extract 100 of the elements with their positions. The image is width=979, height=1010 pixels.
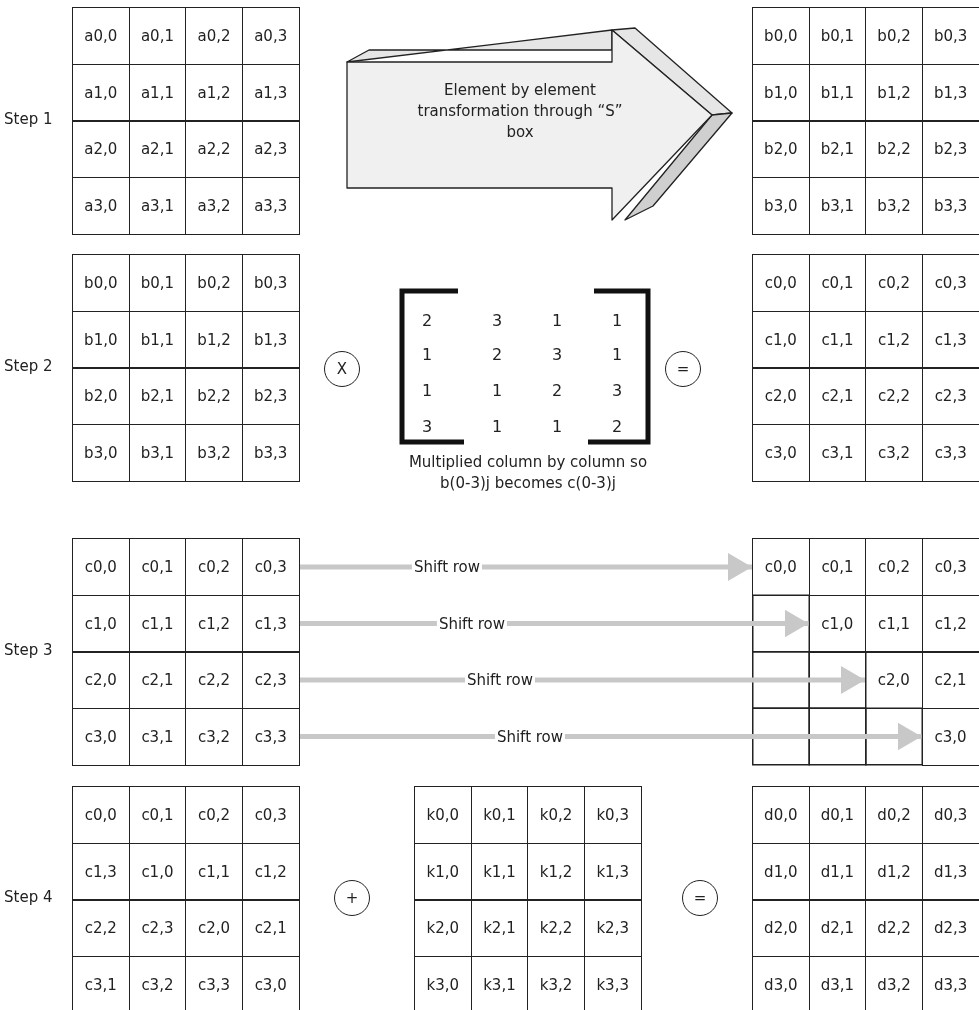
table-row [752,899,979,957]
table-row [752,7,979,65]
matrix-entry: 3 [422,418,433,436]
table-cell: c2,0 [185,900,242,956]
table-cell: c3,1 [128,708,186,765]
table-cell-text: a1,0 [83,82,119,104]
table-cell: c3,1 [808,424,866,481]
table-cell: b3,1 [128,424,186,481]
table-cell-text: c3,0 [763,442,798,464]
table-cell: c2,1 [921,652,979,708]
matrix-entry: 1 [552,312,563,330]
arrow-text: Element by element transformation through “S” box [416,80,624,143]
table-row [72,254,300,312]
table-cell: c0,1 [808,539,866,595]
table-cell: c1,1 [865,595,922,652]
matrix-entry: 1 [422,346,433,364]
table-cell: d0,2 [865,787,922,843]
table-cell: b1,3 [241,311,299,368]
matrix-entry: 2 [422,312,433,330]
table-cell: k1,2 [527,843,584,900]
table-row [752,254,979,312]
table-cell-text: c3,0 [933,726,968,748]
table-cell: c0,2 [865,255,922,311]
table-cell-text: b0,0 [763,26,799,47]
table-row [414,955,642,1010]
table-row [752,120,979,178]
table-cell: b3,3 [241,424,299,481]
table-cell-text: d1,0 [763,861,799,883]
table-row [72,594,300,653]
table-row [72,899,300,957]
table-cell: c2,2 [185,652,242,708]
table-cell: a3,1 [128,177,186,234]
table-cell: b0,2 [865,8,922,64]
table-cell: a1,1 [128,64,186,121]
table-row [752,367,979,425]
table-row [752,842,979,901]
matrix-entry: 1 [552,418,563,436]
table-cell-text: c0,0 [763,273,798,294]
table-row [72,955,300,1010]
table-cell-text: a0,0 [83,26,119,47]
table-cell: k1,3 [583,843,641,900]
table-cell: c0,1 [128,787,186,843]
multiply-circle: X [324,351,360,387]
table-cell: c3,2 [865,424,922,481]
table-cell: c3,3 [921,424,979,481]
table-cell: c0,3 [921,539,979,595]
table-cell: k0,1 [470,787,528,843]
table-cell: c1,0 [128,843,186,900]
matrix-entry: 3 [552,346,563,364]
table-cell: c3,2 [128,956,186,1010]
table-cell-text: a3,0 [83,195,119,217]
table-cell: b0,1 [808,8,866,64]
table-cell-text: a2,0 [83,139,119,160]
table-cell-text: d2,0 [763,918,799,939]
table-cell: k2,2 [527,900,584,956]
table-cell: c2,1 [241,900,299,956]
table-cell-text: k3,0 [425,974,461,996]
table-cell: b2,1 [128,368,186,424]
table-row [72,7,300,65]
table-row [414,786,642,844]
table-cell: b1,2 [865,64,922,121]
matrix-entry: 2 [552,382,563,400]
table-cell-text: c2,0 [763,386,798,407]
table-cell: c1,2 [185,595,242,652]
table-cell: c0,2 [865,539,922,595]
table-row [752,423,979,482]
table-row [72,176,300,235]
table-cell: d2,2 [865,900,922,956]
table-cell: d2,3 [921,900,979,956]
table-row [72,842,300,901]
table-cell: c1,1 [808,311,866,368]
table-cell: k2,1 [470,900,528,956]
table-cell: c0,1 [128,539,186,595]
table-cell: c1,3 [241,595,299,652]
table-cell: b0,3 [921,8,979,64]
table-cell-text: c0,0 [83,805,118,826]
table-cell: d1,2 [865,843,922,900]
table-cell-text: c0,0 [83,557,118,578]
table-cell: c1,3 [921,311,979,368]
table-cell: c2,3 [128,900,186,956]
table-cell: k0,2 [527,787,584,843]
table-cell: c1,1 [185,843,242,900]
table-cell: c2,1 [128,652,186,708]
matrix-entry: 2 [492,346,503,364]
table-cell: a3,2 [185,177,242,234]
table-cell: k0,3 [583,787,641,843]
table-cell: a1,2 [185,64,242,121]
table-cell-text: d3,0 [763,974,799,996]
table-row [72,310,300,369]
table-cell: b3,1 [808,177,866,234]
table-cell: c0,2 [185,787,242,843]
matrix-entry: 2 [612,418,623,436]
table-cell-text: c2,0 [876,670,911,691]
table-cell-text: k0,0 [425,805,461,826]
table-row [72,120,300,178]
matrix-entry: 1 [612,312,623,330]
table-cell-text: c2,0 [83,670,118,691]
table-row [414,842,642,901]
table-cell: a0,2 [185,8,242,64]
table-cell: a2,1 [128,121,186,177]
